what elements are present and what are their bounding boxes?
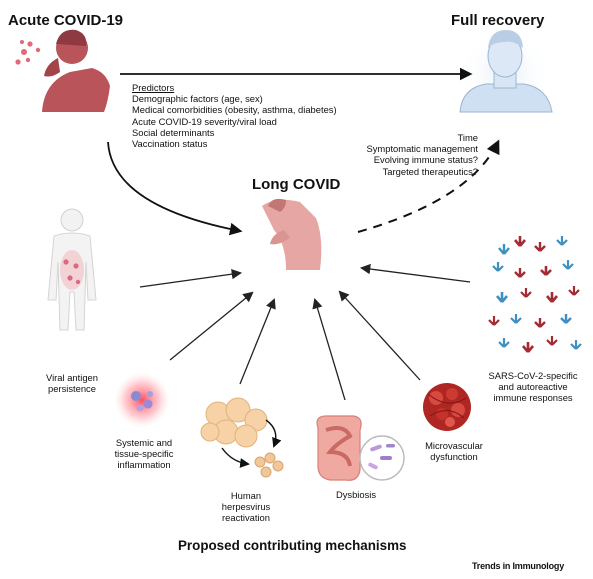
recovery-factors-list: Time Symptomatic management Evolving imm… — [334, 132, 478, 177]
arrow-herpesvirus — [239, 298, 276, 385]
antibody-icon — [498, 244, 510, 255]
antibody-icon — [514, 268, 526, 278]
antibody-icon — [488, 316, 500, 326]
recovery-factor: Targeted therapeutics? — [382, 165, 478, 177]
arrow-long-covid-to-recovery — [357, 139, 500, 233]
full-recovery-title: Full recovery — [451, 12, 545, 29]
label-line: SARS-CoV-2-specific — [488, 370, 578, 381]
fatigued-person-icon — [262, 198, 322, 270]
antibody-icon — [560, 314, 572, 324]
long-covid-title: Long COVID — [252, 176, 341, 193]
arrow-immune — [359, 263, 471, 283]
antibody-icon — [546, 292, 558, 303]
antibody-icon — [562, 260, 574, 270]
predictor-item: Demographic factors (age, sex) — [132, 93, 263, 105]
predictor-item: Acute COVID-19 severity/viral load — [132, 115, 277, 127]
label-viral-antigen: Viral antigen persistence — [22, 372, 122, 394]
label-inflammation: Systemic and tissue-specific inflammatio… — [96, 437, 192, 471]
label-microvascular: Microvascular dysfunction — [414, 440, 494, 462]
arrow-viral-antigen — [139, 269, 243, 288]
antibody-icon — [534, 242, 546, 252]
antibody-icon — [514, 236, 526, 247]
label-herpesvirus: Human herpesvirus reactivation — [206, 490, 286, 524]
antibody-icon — [556, 236, 568, 246]
recovery-factor: Symptomatic management — [366, 143, 478, 155]
antibody-icon — [520, 288, 532, 298]
antibody-icon — [492, 262, 504, 272]
label-line: inflammation — [117, 459, 171, 471]
antibody-icon — [498, 338, 510, 348]
label-line: Microvascular — [425, 440, 483, 451]
predictors-list: Predictors Demographic factors (age, sex… — [132, 82, 337, 149]
antibody-cluster — [488, 236, 582, 353]
label-line: immune responses — [493, 392, 573, 404]
antibody-icon — [534, 318, 546, 328]
antibody-icon — [570, 340, 582, 350]
antibody-icon — [540, 266, 552, 276]
label-line: herpesvirus — [221, 501, 271, 513]
acute-covid-title: Acute COVID-19 — [8, 12, 124, 29]
arrow-microvascular — [338, 290, 421, 381]
label-line: persistence — [48, 383, 96, 395]
blood-clot-icon — [423, 383, 471, 431]
healthy-person-bust-icon — [459, 26, 553, 118]
arrow-inflammation — [169, 291, 254, 361]
label-line: Viral antigen — [46, 372, 98, 383]
label-line: reactivation — [222, 512, 270, 524]
label-line: tissue-specific — [114, 448, 174, 460]
arrow-acute-to-long-covid — [107, 141, 243, 236]
antibody-icon — [546, 336, 558, 346]
sick-coughing-person-icon — [15, 29, 110, 112]
label-line: Human — [230, 490, 262, 501]
label-line: and autoreactive — [498, 381, 568, 393]
antibody-icon — [568, 286, 580, 296]
predictor-item: Medical comorbidities (obesity, asthma, … — [132, 104, 337, 116]
antibody-icon — [522, 342, 534, 353]
inflamed-cells-icon — [114, 372, 170, 428]
antibody-icon — [510, 314, 522, 324]
human-body-with-virus-icon — [47, 208, 97, 331]
herpesvirus-infected-cells-icon — [200, 397, 284, 478]
journal-credit: Trends in Immunology — [472, 561, 565, 571]
label-immune-responses: SARS-CoV-2-specific and autoreactive imm… — [480, 370, 586, 404]
predictor-item: Vaccination status — [132, 138, 208, 150]
arrows — [107, 67, 500, 401]
predictors-heading: Predictors — [132, 82, 175, 93]
recovery-factor: Evolving immune status? — [373, 154, 478, 166]
figure-caption: Proposed contributing mechanisms — [178, 538, 407, 553]
predictor-item: Social determinants — [132, 126, 215, 138]
intestine-microbiome-icon — [316, 415, 405, 481]
label-line: Systemic and — [115, 437, 173, 448]
label-dysbiosis: Dysbiosis — [326, 489, 386, 500]
label-line: dysfunction — [430, 451, 478, 463]
arrow-dysbiosis — [312, 298, 346, 401]
antibody-icon — [496, 292, 508, 303]
label-line: Dysbiosis — [335, 489, 377, 500]
recovery-factor: Time — [457, 132, 478, 143]
